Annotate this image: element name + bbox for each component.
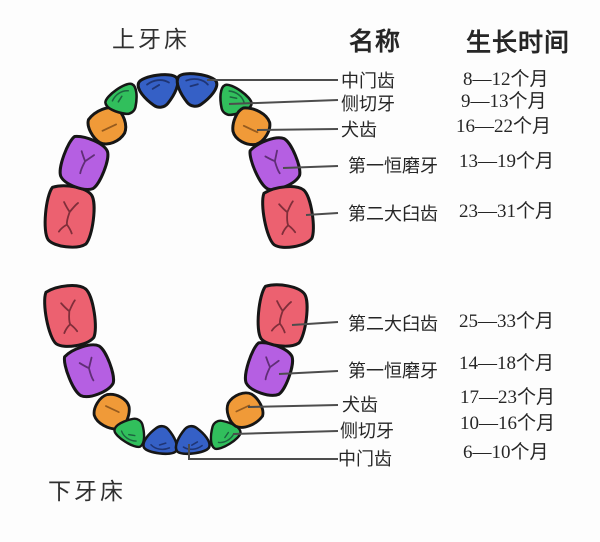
lower-time-canine: 17—23个月 xyxy=(460,387,556,408)
upper-time-second-molar: 23—31个月 xyxy=(459,201,555,222)
leader-upper-second-molar xyxy=(305,212,339,216)
upper-jaw-title: 上牙床 xyxy=(112,27,190,52)
leader-upper-first-molar xyxy=(282,165,339,169)
lower-name-second-molar: 第二大臼齿 xyxy=(348,314,438,334)
lower-time-first-molar: 14—18个月 xyxy=(459,353,555,374)
lower-left-first-molar xyxy=(59,338,120,404)
upper-name-second-molar: 第二大臼齿 xyxy=(348,204,438,224)
leader-upper-lateral-incisor xyxy=(228,99,339,105)
leader-lower-second-molar xyxy=(291,321,339,326)
leader-lower-lateral-incisor xyxy=(232,430,339,435)
upper-time-central-incisor: 8—12个月 xyxy=(463,69,549,90)
upper-time-canine: 16—22个月 xyxy=(456,116,552,137)
lower-arch xyxy=(40,280,313,457)
lower-name-lateral-incisor: 侧切牙 xyxy=(340,421,394,441)
upper-arch xyxy=(39,70,318,252)
upper-time-lateral-incisor: 9—13个月 xyxy=(461,91,547,112)
lower-leader-lines xyxy=(188,321,339,460)
upper-name-first-molar: 第一恒磨牙 xyxy=(348,156,438,176)
upper-left-second-molar xyxy=(39,181,100,252)
lower-left-second-molar xyxy=(40,280,100,351)
lower-right-first-molar xyxy=(238,337,300,402)
lower-name-first-molar: 第一恒磨牙 xyxy=(348,361,438,381)
lower-name-canine: 犬齿 xyxy=(342,395,378,415)
upper-name-central-incisor: 中门齿 xyxy=(341,71,395,91)
upper-name-canine: 犬齿 xyxy=(341,120,377,140)
lower-jaw-title: 下牙床 xyxy=(48,479,126,504)
lower-time-second-molar: 25—33个月 xyxy=(459,311,555,332)
lower-right-second-molar xyxy=(252,280,313,351)
upper-left-central-incisor xyxy=(135,71,183,112)
lower-left-central-incisor xyxy=(141,422,181,457)
leader-upper-canine xyxy=(256,128,339,131)
upper-time-first-molar: 13—19个月 xyxy=(459,151,555,172)
lower-name-central-incisor: 中门齿 xyxy=(338,449,392,469)
time-column-header: 生长时间 xyxy=(466,30,571,57)
name-column-header: 名称 xyxy=(349,29,402,56)
upper-right-central-incisor xyxy=(172,70,220,111)
leader-lower-first-molar xyxy=(278,370,339,375)
leader-lower-canine xyxy=(247,404,339,408)
upper-right-second-molar xyxy=(258,181,318,252)
lower-time-central-incisor: 6—10个月 xyxy=(463,442,549,463)
lower-right-central-incisor xyxy=(172,422,212,457)
upper-name-lateral-incisor: 侧切牙 xyxy=(341,94,395,114)
upper-leader-lines xyxy=(207,79,339,216)
leader-lower-central-incisor xyxy=(188,444,338,460)
lower-time-lateral-incisor: 10—16个月 xyxy=(460,413,556,434)
